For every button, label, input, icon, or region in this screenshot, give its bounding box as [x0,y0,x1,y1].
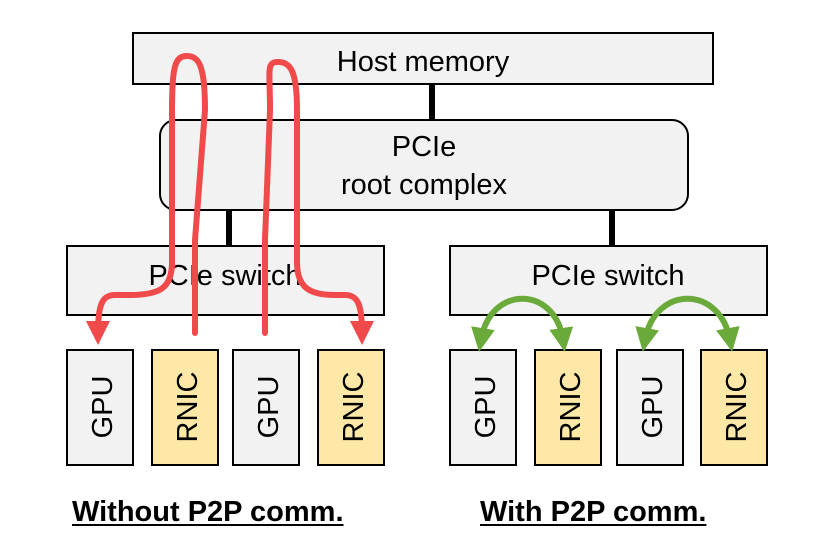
host-memory-label: Host memory [337,46,510,78]
right-gpu-1-label: GPU [470,376,502,439]
left-gpu-1-label: GPU [87,376,119,439]
right-gpu-2: GPU [616,349,684,466]
left-gpu-2: GPU [232,349,300,466]
right-gpu-1: GPU [449,349,517,466]
caption-with-p2p: With P2P comm. [480,496,707,528]
left-device-group: GPU RNIC GPU RNIC [66,349,385,466]
root-complex-label-line2: root complex [341,169,508,201]
right-rnic-1: RNIC [534,349,602,466]
green-arrow-gpu-rnic-2 [635,295,740,352]
right-switch-label: PCIe switch [531,260,684,292]
left-rnic-1-label: RNIC [172,372,204,443]
right-pcie-switch-box: PCIe switch [449,245,768,316]
right-device-group: GPU RNIC GPU RNIC [449,349,768,466]
root-complex-label-line1: PCIe [392,131,456,163]
red-arrow-path-1 [86,53,208,345]
left-rnic-2: RNIC [317,349,385,466]
green-arrows-with-p2p [471,295,740,352]
right-rnic-1-label: RNIC [555,372,587,443]
right-gpu-2-label: GPU [637,376,669,439]
left-gpu-2-label: GPU [253,376,285,439]
red-arrows-without-p2p [86,53,374,345]
left-rnic-1: RNIC [151,349,219,466]
green-arrow-gpu-rnic-1 [471,295,574,352]
right-rnic-2-label: RNIC [721,372,753,443]
root-complex-box: PCIe root complex [159,119,689,211]
left-pcie-switch-box: PCIe switch [66,245,385,316]
left-gpu-1: GPU [66,349,134,466]
left-rnic-2-label: RNIC [338,372,370,443]
host-memory-box: Host memory [132,32,714,85]
right-rnic-2: RNIC [700,349,768,466]
red-arrow-path-2 [262,59,374,345]
connector-lines [226,84,615,246]
caption-without-p2p: Without P2P comm. [72,496,344,528]
